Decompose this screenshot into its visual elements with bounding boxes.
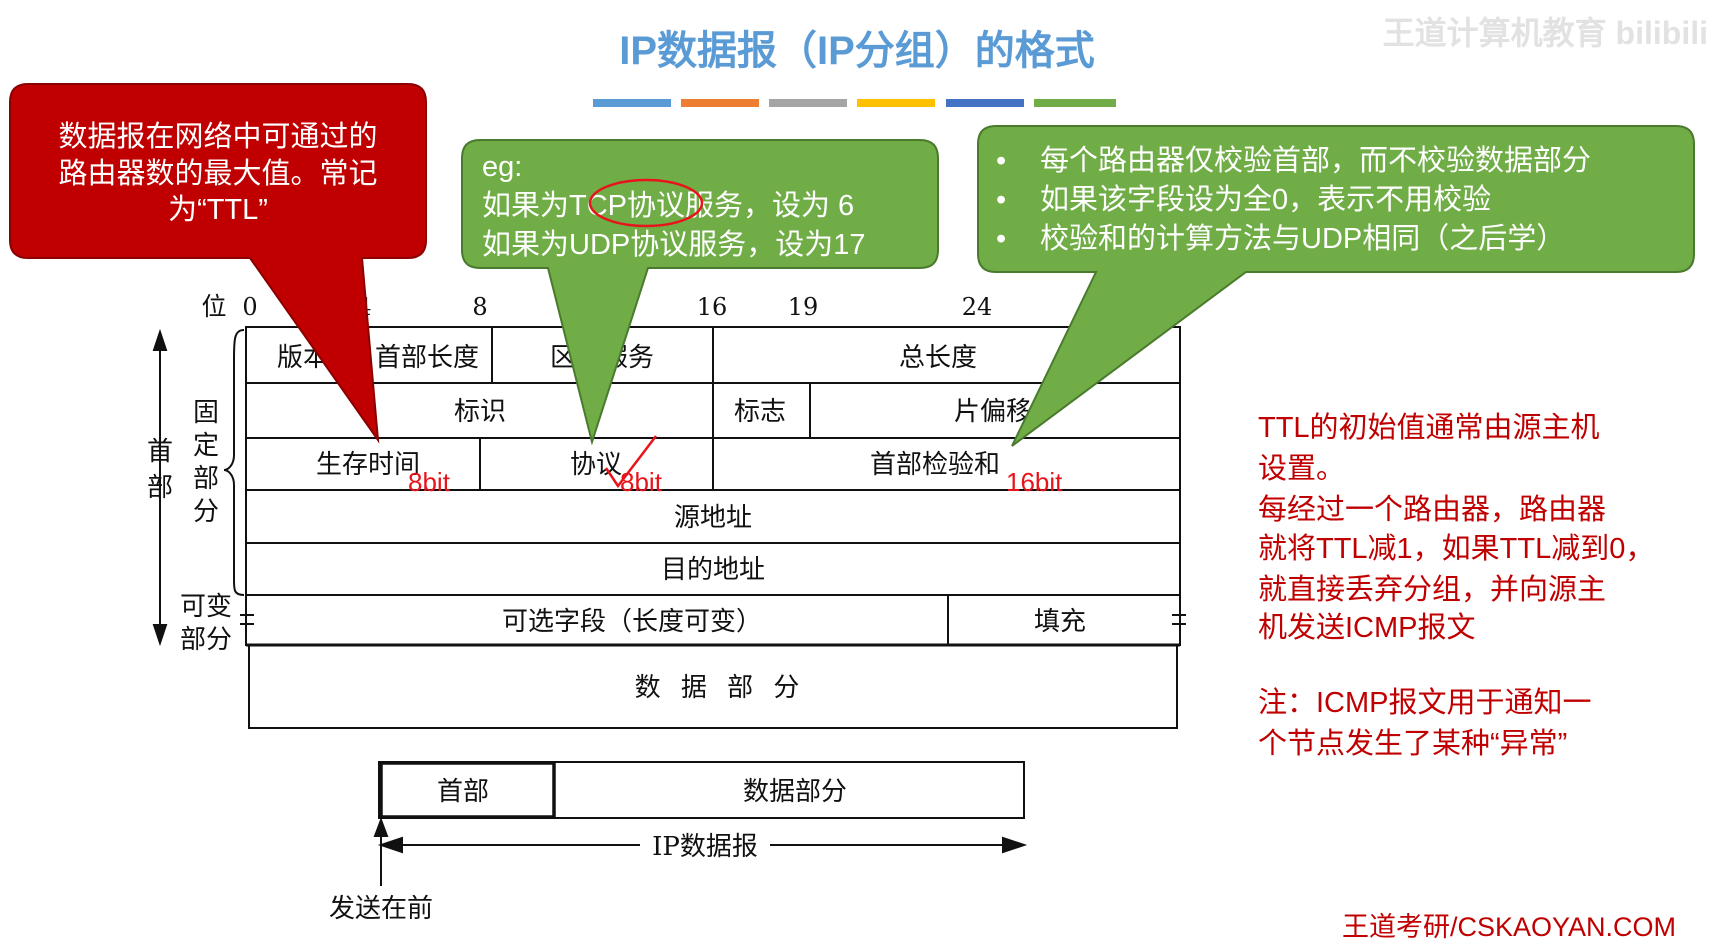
- datagram-bar: [378, 761, 1025, 819]
- checksum-callout-line: 校验和的计算方法与UDP相同（之后学）: [1040, 222, 1565, 255]
- ttl-note-line: 机发送ICMP报文: [1258, 611, 1476, 644]
- svg-text:首: 首: [147, 437, 173, 467]
- checksum-bullet: •: [996, 184, 1006, 216]
- datagram-data-label: 数据部分: [743, 777, 847, 807]
- ttl-callout-bubble: [9, 83, 427, 444]
- svg-text:分: 分: [193, 497, 219, 527]
- checksum-bullet: •: [996, 145, 1006, 177]
- checksum-bit-annotation: 16bit: [1006, 467, 1063, 497]
- checksum-bullet: •: [996, 223, 1006, 255]
- send-first-label: 发送在前: [329, 894, 433, 924]
- ttl-note-line: 就将TTL减1，如果TTL减到0，: [1258, 532, 1654, 565]
- slide-title: IP数据报（IP分组）的格式: [619, 29, 1095, 73]
- header-span-arrow: [152, 328, 168, 647]
- field-identification: 标识: [454, 397, 506, 427]
- field-fragment-offset: 片偏移: [954, 397, 1032, 427]
- bit-tick: 24: [962, 293, 993, 321]
- ttl-callout-line: 路由器数的最大值。常记: [58, 157, 377, 190]
- send-first-arrow: [373, 817, 389, 886]
- ttl-note-line: 每经过一个路由器，路由器: [1258, 493, 1606, 526]
- bit-tick: 8: [472, 293, 487, 321]
- bit-label: 位: [201, 292, 226, 321]
- field-header-checksum: 首部检验和: [870, 450, 1000, 480]
- datagram-span-label: IP数据报: [652, 832, 758, 862]
- side-label-variable: 可变 部分: [180, 592, 232, 655]
- icmp-note-line: 个节点发生了某种“异常”: [1258, 727, 1567, 760]
- checksum-callout-line: 如果该字段设为全0，表示不用校验: [1040, 183, 1491, 216]
- underline-segment: [857, 99, 935, 107]
- ttl-note-line: 就直接丢弃分组，并向源主: [1258, 573, 1606, 606]
- underline-segment: [681, 99, 759, 107]
- footer-brand: 王道考研/CSKAOYAN.COM: [1342, 912, 1676, 942]
- protocol-callout-line: 如果为UDP协议服务，设为17: [482, 228, 866, 261]
- watermark: 王道计算机教育 bilibili: [1383, 15, 1708, 51]
- svg-text:部分: 部分: [180, 625, 232, 655]
- datagram-header-label: 首部: [437, 777, 489, 807]
- svg-text:可变: 可变: [180, 592, 232, 622]
- field-protocol: 协议: [570, 450, 622, 480]
- svg-text:部: 部: [193, 464, 219, 494]
- bit-tick: 16: [697, 293, 728, 321]
- datagram-span-arrow: [377, 836, 1028, 854]
- bit-tick: 0: [242, 293, 257, 321]
- fixed-part-brace: [223, 329, 245, 596]
- ttl-note-line: 设置。: [1258, 453, 1345, 485]
- field-header-length: 首部长度: [375, 343, 479, 373]
- bit-ticks: 0 4 8 16 19 24 31: [242, 293, 1181, 321]
- ttl-note-line: TTL的初始值通常由源主机: [1258, 411, 1600, 444]
- side-label-fixed: 固 定 部 分: [193, 398, 219, 527]
- svg-text:部: 部: [147, 473, 173, 503]
- bit-tick: 19: [788, 293, 819, 321]
- data-part-label: 数 据 部 分: [635, 673, 806, 703]
- protocol-callout-line: eg:: [482, 151, 522, 183]
- svg-text:固: 固: [193, 398, 219, 428]
- icmp-note-line: 注：ICMP报文用于通知一: [1258, 686, 1592, 719]
- field-ttl: 生存时间: [316, 450, 420, 480]
- ttl-callout-line: 为“TTL”: [168, 193, 268, 226]
- field-destination-address: 目的地址: [661, 555, 765, 585]
- checksum-callout-line: 每个路由器仅校验首部，而不校验数据部分: [1040, 144, 1591, 177]
- variable-length-marks: [240, 614, 1186, 625]
- field-options: 可选字段（长度可变）: [502, 607, 762, 637]
- tcp-highlight-circle: [588, 178, 704, 228]
- checksum-callout-bubble: [977, 125, 1695, 447]
- protocol-bit-annotation: 8bit: [620, 467, 663, 497]
- side-label-header: 首 部: [147, 437, 173, 503]
- protocol-callout-line: 如果为TCP协议服务，设为 6: [482, 189, 854, 222]
- protocol-callout-bubble: [461, 139, 939, 446]
- ttl-callout-line: 数据报在网络中可通过的: [58, 120, 377, 153]
- field-flags: 标志: [734, 397, 786, 427]
- underline-segment: [1034, 99, 1116, 107]
- underline-segment: [946, 99, 1024, 107]
- ttl-bit-annotation: 8bit: [408, 467, 451, 497]
- field-source-address: 源地址: [674, 503, 752, 533]
- underline-segment: [593, 99, 671, 107]
- field-total-length: 总长度: [899, 343, 977, 373]
- field-padding: 填充: [1034, 607, 1086, 637]
- checkmark-annotation: [604, 435, 657, 489]
- svg-text:定: 定: [193, 431, 219, 461]
- underline-segment: [769, 99, 847, 107]
- title-underline: [593, 99, 1116, 107]
